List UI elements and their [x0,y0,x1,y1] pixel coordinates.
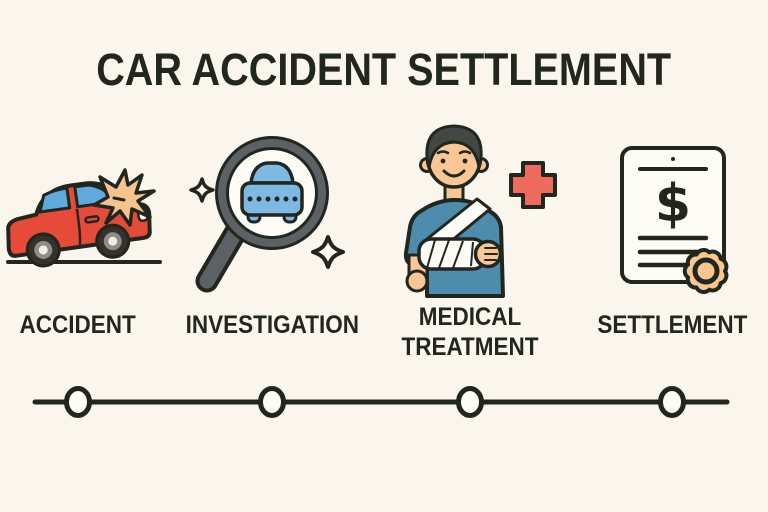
timeline-node [658,386,686,418]
label-accident: ACCIDENT [19,311,137,339]
magnifier-handle [195,218,249,293]
timeline-node [64,386,92,418]
injured-person-with-cross-icon [403,124,557,298]
impact-star-icon [92,168,156,227]
hair [425,124,483,169]
sparkle-icon [189,177,215,203]
document-page [620,146,726,284]
label-investigation: INVESTIGATION [185,311,359,339]
approval-seal-icon [682,248,729,294]
door-handle [84,215,100,224]
front-wheel [95,223,131,259]
timeline-node [258,386,286,418]
dollar-document-with-seal-icon: $ [620,146,729,294]
page-title-text: CAR ACCIDENT SETTLEMENT [96,44,672,95]
dollar-sign: $ [655,174,691,234]
document-text-lines [637,235,709,268]
magnifying-glass-car-icon [189,136,345,293]
rear-window [38,186,72,214]
medical-cross-icon [509,161,557,209]
label-settlement: SETTLEMENT [596,311,747,339]
page-title: CAR ACCIDENT SETTLEMENT [0,44,768,96]
label-medical-treatment: MEDICAL TREATMENT [401,303,539,361]
crashed-car-icon [6,168,162,268]
hand [473,239,503,269]
timeline [32,386,730,418]
document-dot [671,157,675,161]
rear-wheel [25,232,61,268]
face [436,150,472,178]
timeline-node [456,386,484,418]
sparkle-icon [311,235,345,269]
mini-car-icon [240,161,304,224]
